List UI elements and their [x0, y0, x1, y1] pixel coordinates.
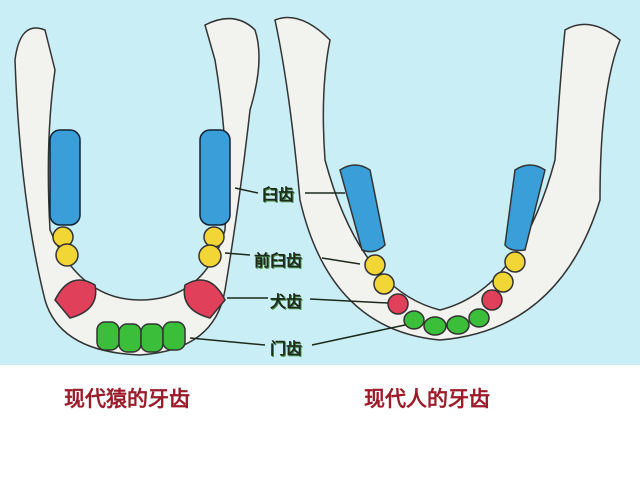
ape-premolars: [52, 226, 225, 268]
label-molar: 臼齿: [262, 185, 295, 204]
ape-incisors: [96, 321, 186, 353]
ape-canines: [54, 279, 226, 319]
jaw-illustration: [14, 16, 621, 356]
label-incisor: 门齿: [270, 339, 303, 358]
ape-molars: [49, 129, 231, 226]
caption-ape: 现代猿的牙齿: [64, 386, 190, 411]
label-premolar: 前臼齿: [254, 251, 303, 270]
leader-lines: [189, 187, 406, 346]
human-premolars: [364, 251, 526, 295]
ape-jaw: [14, 17, 260, 356]
human-molars: [339, 164, 546, 253]
human-canines: [387, 289, 503, 315]
human-jaw: [274, 16, 621, 341]
caption-human: 现代人的牙齿: [364, 386, 490, 411]
label-canine: 犬齿: [270, 292, 303, 311]
human-incisors: [403, 308, 490, 336]
